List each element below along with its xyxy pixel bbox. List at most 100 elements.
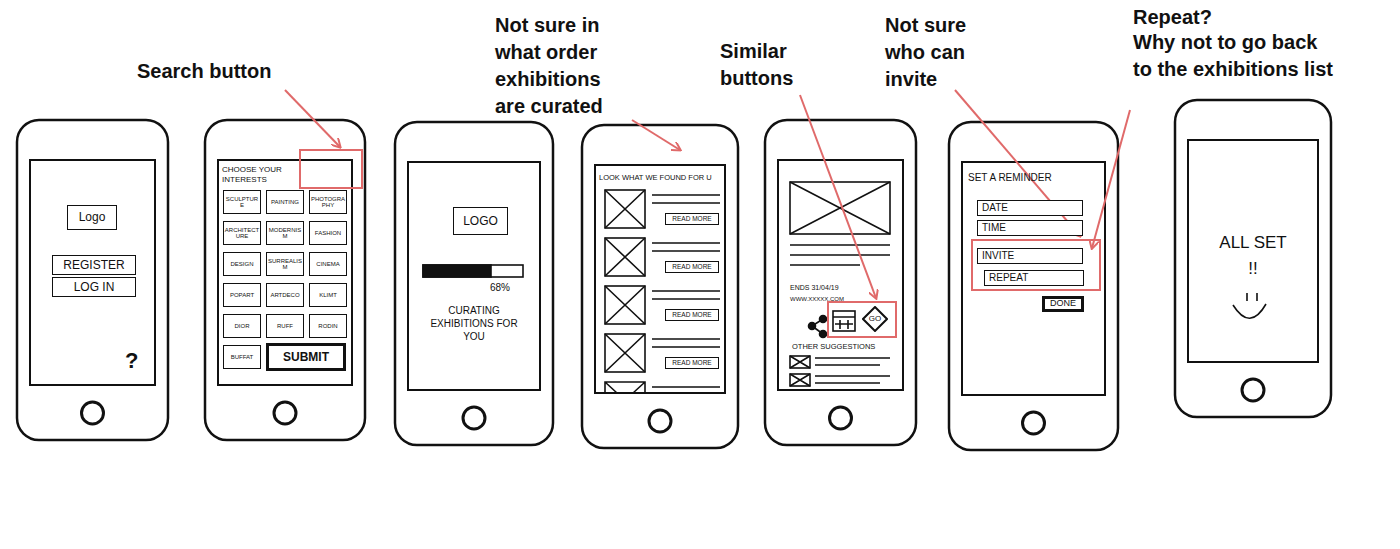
sketch-path <box>790 182 890 234</box>
ui-button: SURREALISM <box>266 252 304 276</box>
button-label: REPEAT <box>989 273 1028 284</box>
phone-screen: ?LogoREGISTERLOG IN <box>30 160 155 385</box>
screen-text: CURATING EXHIBITIONS FOR YOU <box>426 304 522 343</box>
ui-button: DESIGN <box>223 252 261 276</box>
phone-screens <box>30 140 1318 395</box>
sketch-circle <box>830 407 852 429</box>
sketch-path <box>632 120 680 150</box>
sketch-rect <box>395 122 553 445</box>
button-label: POPART <box>224 292 260 298</box>
ui-button: INVITE <box>977 248 1083 264</box>
sketch-path <box>1233 293 1266 318</box>
sketch-rect <box>595 165 725 393</box>
button-label: READ MORE <box>672 312 711 319</box>
button-label: READ MORE <box>672 264 711 271</box>
sketch-rect <box>790 182 890 234</box>
sketch-path <box>605 190 645 228</box>
button-label: DATE <box>982 203 1008 214</box>
ui-button: POPART <box>223 283 261 307</box>
screen-text: ENDS 31/04/19 <box>790 284 890 292</box>
ui-button: READ MORE <box>665 261 719 273</box>
sketch-rect <box>962 162 1105 395</box>
ui-button: RODIN <box>309 314 347 338</box>
screen-text: 68% <box>490 282 530 294</box>
sketch-rect <box>765 120 916 445</box>
button-label: PHOTOGRAPHY <box>310 196 346 209</box>
ui-button: KLIMT <box>309 283 347 307</box>
sketch-circle <box>1023 412 1045 434</box>
button-label: MODERNISM <box>267 227 303 240</box>
button-label: RODIN <box>310 323 346 329</box>
annotation-note: Not sure in what order exhibitions are c… <box>495 12 627 120</box>
button-label: REGISTER <box>63 259 124 272</box>
ui-button: TIME <box>977 220 1083 236</box>
phone-screen: LOOK WHAT WE FOUND FOR UREAD MOREREAD MO… <box>595 165 725 393</box>
button-label: DESIGN <box>224 261 260 267</box>
button-label: RUFF <box>267 323 303 329</box>
screen-text: CHOOSE YOUR INTERESTS <box>222 165 296 185</box>
screen-text: ALL SET !! <box>1218 230 1288 281</box>
sketch-path <box>652 195 720 387</box>
sketch-rect <box>605 190 645 228</box>
phone-screen: CHOOSE YOUR INTERESTSSCULPTUREPAINTINGPH… <box>218 160 352 385</box>
go-diamond: GO <box>862 306 888 332</box>
sketch-circle <box>274 402 296 424</box>
ui-button: FASHION <box>309 221 347 245</box>
sketch-path <box>285 90 340 147</box>
diamond-shape <box>863 307 887 331</box>
button-label: SURREALISM <box>267 258 303 271</box>
sketch-circle <box>1242 379 1264 401</box>
sketch-rect <box>833 311 855 331</box>
sketch-rect <box>949 122 1118 450</box>
sketch-circle <box>82 402 104 424</box>
sketch-rect <box>205 120 365 440</box>
annotation-note: Repeat? <box>1133 4 1333 31</box>
sketch-rect <box>605 238 645 276</box>
ui-button: DATE <box>977 200 1083 216</box>
phone-screen: 68% CURATING EXHIBITIONS FOR YOU LOGO <box>408 162 540 390</box>
sketch-rect <box>605 286 645 324</box>
sketch-rect <box>423 265 491 277</box>
button-label: DIOR <box>224 323 260 329</box>
sketch-path <box>790 245 890 265</box>
logo-box: Logo <box>67 205 117 230</box>
sketch-circle <box>649 410 671 432</box>
sketch-rect <box>17 120 168 440</box>
ui-button: READ MORE <box>665 213 719 225</box>
annotation-note: Similar buttons <box>720 38 820 92</box>
button-label: BUFFAT <box>224 354 260 360</box>
ui-button: ARTDECO <box>266 283 304 307</box>
sketch-rect <box>828 302 896 337</box>
sketch-rect <box>408 162 540 390</box>
ui-button: CINEMA <box>309 252 347 276</box>
sketch-path <box>605 238 645 276</box>
annotation-marks <box>285 90 1130 337</box>
ui-button: ARCHITECTURE <box>223 221 261 245</box>
sketch-path <box>605 382 645 393</box>
ui-button: PHOTOGRAPHY <box>309 190 347 214</box>
ui-button: REPEAT <box>984 270 1084 286</box>
phone-screen: SET A REMINDER DATE TIME INVITE REPEAT DONE <box>962 162 1105 395</box>
ui-button: DIOR <box>223 314 261 338</box>
ui-button: READ MORE <box>665 309 719 321</box>
sketch-path <box>1092 110 1130 248</box>
screen-text: SET A REMINDER <box>968 172 1100 184</box>
sketch-rect <box>1188 140 1318 362</box>
ui-button: MODERNISM <box>266 221 304 245</box>
button-label: LOG IN <box>74 281 115 294</box>
button-label: ARTDECO <box>267 292 303 298</box>
screen-text: WWW.XXXXX.COM <box>790 296 890 303</box>
logo-box: LOGO <box>453 207 508 235</box>
ui-button: LOG IN <box>52 277 136 297</box>
button-label: DONE <box>1050 299 1076 308</box>
annotation-note: Why not to go back to the exhibitions li… <box>1133 29 1338 83</box>
button-label: TIME <box>982 223 1006 234</box>
button-label: READ MORE <box>672 216 711 223</box>
sketch-rect <box>300 150 362 188</box>
ui-button: READ MORE <box>665 357 719 369</box>
button-label: Logo <box>79 211 106 224</box>
sketch-rect <box>605 334 645 372</box>
annotation-note: Search button <box>137 58 337 85</box>
